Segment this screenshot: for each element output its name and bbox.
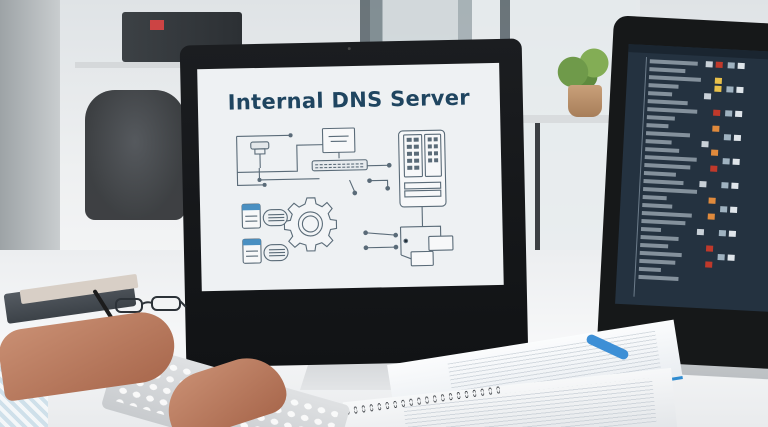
secondary-monitor (596, 15, 768, 370)
main-monitor-screen: Internal DNS Server (197, 62, 504, 292)
network-diagram (236, 127, 454, 267)
connection-lines (236, 133, 392, 196)
device-indicator (150, 20, 164, 30)
workstation-icon (311, 127, 368, 172)
secondary-monitor-screen (615, 44, 768, 313)
network-branch-icon (363, 225, 454, 267)
plant-pot (568, 85, 602, 117)
table-leg (535, 123, 540, 273)
shelf (75, 62, 205, 68)
settings-gear-icon (283, 197, 338, 252)
terminal-node-icon (250, 141, 270, 168)
plant (555, 45, 615, 90)
webcam (347, 47, 351, 51)
screen-title: Internal DNS Server (227, 85, 471, 115)
main-monitor: Internal DNS Server (179, 38, 529, 368)
database-node-icon (242, 238, 289, 264)
office-chair (85, 90, 185, 220)
server-rack-icon (398, 129, 447, 227)
database-node-icon (241, 203, 288, 229)
wall (0, 0, 60, 250)
eyeglasses (115, 296, 187, 313)
